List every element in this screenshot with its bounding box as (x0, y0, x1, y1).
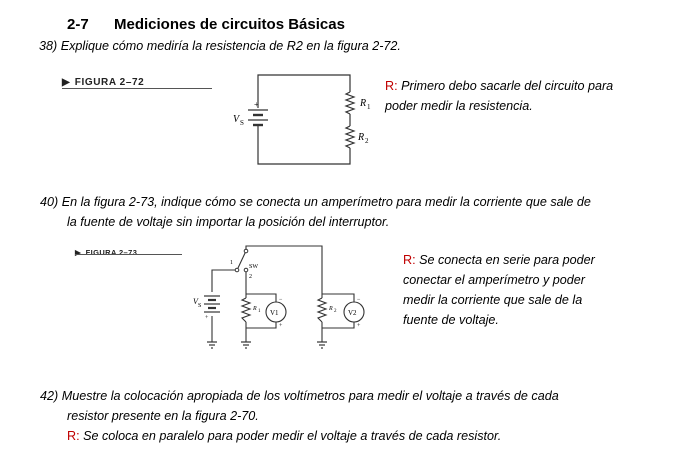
vs-sub: S (198, 303, 201, 309)
switch-blade (237, 250, 247, 269)
answer-42: R: Se coloca en paralelo para poder medi… (67, 426, 501, 446)
answer-40-line-4: fuente de voltaje. (403, 313, 499, 327)
battery-vs (204, 295, 220, 313)
v1-label: V1 (270, 309, 279, 317)
wire-v2-bottom (322, 322, 355, 329)
figure-2-72-caption: ▶ FIGURA 2–72 (62, 72, 144, 90)
wire-bottom (257, 130, 351, 165)
switch-contact-2 (243, 267, 249, 273)
voltmeter-v1-body (265, 301, 287, 323)
section-number: 2-7 (67, 16, 89, 33)
switch-label: SW (249, 264, 258, 270)
v2-plus: + (357, 323, 361, 329)
figure-2-73-circuit: V S + 1 SW 2 R 1 V1 − + R 2 V2 − + (193, 245, 365, 349)
r2-sub: 2 (334, 309, 337, 314)
wire-battery-top (211, 269, 238, 292)
figure-2-73-caption: ▶ FIGURA 2–73 (75, 242, 137, 260)
question-42-line-2: resistor presente en la figura 2-70. (67, 409, 259, 423)
v2-minus: − (357, 297, 361, 303)
figure-2-72-circuit: + V S R 1 R 2 (233, 74, 371, 165)
r1-sub: 1 (258, 309, 261, 314)
wire-v1-bottom (246, 322, 277, 329)
voltmeter-v2-body (343, 301, 365, 323)
switch-pos-2: 2 (249, 274, 252, 280)
ground-symbols (207, 341, 327, 349)
r2-label: R (357, 132, 364, 143)
v1-minus: − (279, 297, 283, 303)
vs-label: V (193, 297, 199, 306)
switch-contact-1 (234, 267, 240, 273)
v1-plus: + (279, 323, 283, 329)
figure-2-72-rule (62, 88, 212, 89)
answer-42-text: Se coloca en paralelo para poder medir e… (83, 429, 502, 443)
answer-40-line-2: conectar el amperímetro y poder (403, 273, 585, 287)
question-38: 38) Explique cómo mediría la resistencia… (39, 39, 401, 53)
wire-v2-top (322, 293, 355, 302)
switch-common (243, 248, 249, 254)
wire-top-right (245, 245, 323, 290)
resistor-r2 (316, 297, 328, 323)
r1-label: R (252, 306, 257, 312)
answer-40-label: R: (403, 253, 416, 267)
switch-pos-1: 1 (230, 260, 233, 266)
figure-2-73-label: FIGURA 2–73 (85, 248, 138, 257)
figure-2-73-rule (75, 254, 182, 255)
battery-vs (248, 109, 268, 130)
resistor-r2 (344, 125, 356, 149)
figure-2-72-label: FIGURA 2–72 (74, 77, 145, 88)
r1-label: R (359, 98, 366, 109)
r2-label: R (328, 306, 333, 312)
battery-plus: + (205, 315, 209, 321)
question-42-line-1: 42) Muestre la colocación apropiada de l… (40, 389, 559, 403)
r1-sub: 1 (367, 103, 371, 111)
answer-38-text-1: Primero debo sacarle del circuito para (401, 79, 614, 93)
battery-plus: + (254, 100, 259, 109)
wire-top (257, 74, 351, 108)
answer-38-line-1: R: Primero debo sacarle del circuito par… (385, 76, 613, 96)
section-title: Mediciones de circuitos Básicas (114, 16, 345, 33)
vs-sub: S (240, 119, 244, 127)
resistor-r1 (240, 297, 252, 323)
answer-38-label: R: (385, 79, 398, 93)
answer-40-line-3: medir la corriente que sale de la (403, 293, 583, 307)
answer-42-label: R: (67, 429, 80, 443)
question-40-line-1: 40) En la figura 2-73, indique cómo se c… (40, 195, 591, 209)
figure-arrow-icon: ▶ (75, 248, 82, 257)
r2-sub: 2 (365, 137, 369, 145)
answer-40-text-1: Se conecta en serie para poder (419, 253, 595, 267)
figure-arrow-icon: ▶ (62, 77, 71, 88)
vs-label: V (233, 114, 241, 125)
question-40-line-2: la fuente de voltaje sin importar la pos… (67, 215, 390, 229)
answer-40-line-1: R: Se conecta en serie para poder (403, 250, 595, 270)
answer-38-line-2: poder medir la resistencia. (385, 99, 533, 113)
v2-label: V2 (348, 309, 357, 317)
resistor-r1 (344, 91, 356, 115)
wire-v1-top (246, 293, 277, 302)
